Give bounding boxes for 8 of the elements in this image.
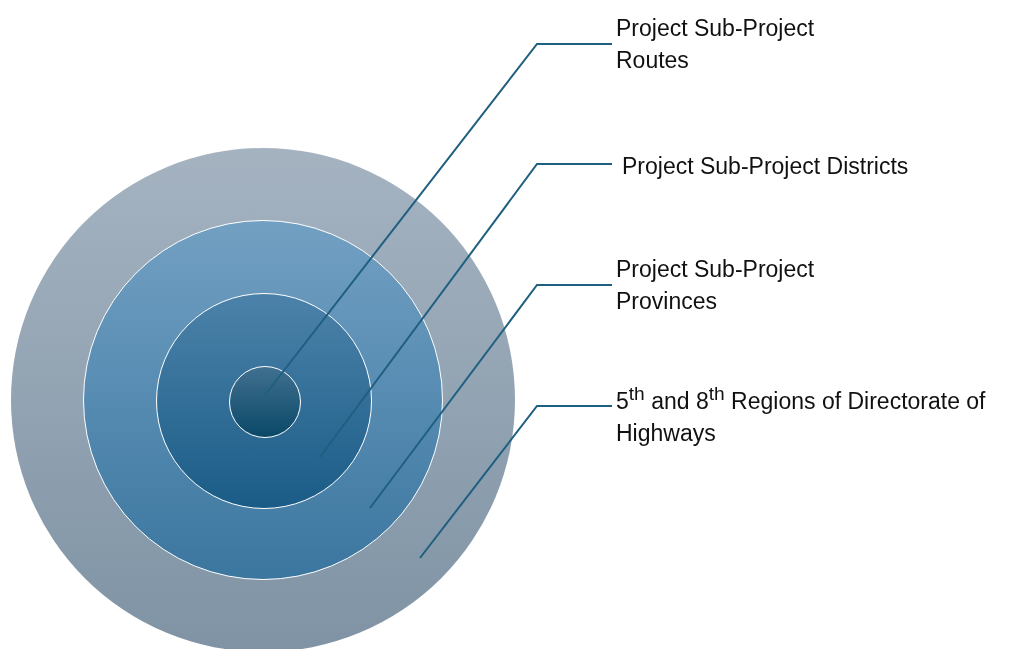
callout-label: Project Sub-Project Districts <box>622 150 1002 182</box>
leader-line <box>264 43 613 396</box>
callout-label: 5$^{th}$ and 8$^{th}$ Regions of Directorate of Highways <box>616 378 1001 449</box>
leader-line <box>319 163 613 458</box>
callout-label: Project Sub-Project Provinces <box>616 253 876 317</box>
leader-line <box>369 284 613 509</box>
leader-line <box>419 405 613 559</box>
callout-label: Project Sub-Project Routes <box>616 12 876 76</box>
